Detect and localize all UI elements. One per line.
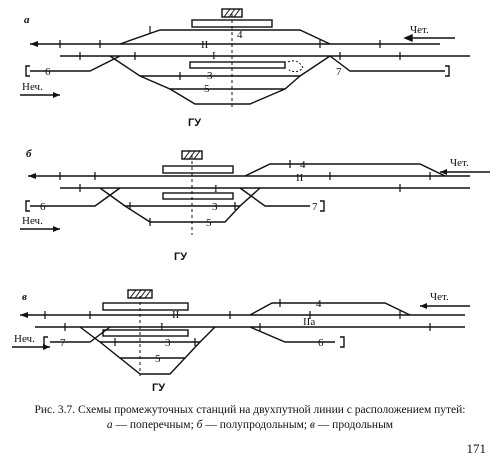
station-schemes-figure: а Чет. Неч.	[12, 8, 490, 394]
label-track-5: 5	[155, 353, 161, 365]
label-track-5: 5	[206, 217, 212, 229]
passenger-building	[181, 150, 203, 160]
label-track-3: 3	[207, 70, 213, 82]
label-track-4: 4	[316, 298, 322, 310]
figure-caption: Рис. 3.7. Схемы промежуточных станций на…	[0, 403, 500, 433]
track-4	[119, 29, 331, 45]
dead-end-right	[320, 200, 325, 212]
caption-text-a: — поперечным;	[112, 419, 197, 431]
label-track-7: 7	[336, 66, 342, 78]
diagram-c: в Чет. Неч. 4 II I IIa 3 5 6 7 ГУ	[12, 289, 470, 394]
platform-upper	[162, 165, 234, 174]
diagram-b-letter: б	[26, 148, 32, 160]
label-gu: ГУ	[152, 382, 165, 394]
diagram-a-letter: а	[24, 14, 30, 26]
track-7	[50, 326, 111, 343]
label-gu: ГУ	[188, 117, 201, 129]
caption-letter-c: в	[309, 419, 315, 431]
track-6	[30, 55, 121, 72]
caption-line-1: Рис. 3.7. Схемы промежуточных станций на…	[34, 404, 466, 416]
dead-end-right	[445, 65, 450, 77]
label-track-7: 7	[60, 337, 66, 349]
track-7	[329, 55, 445, 72]
label-track-4: 4	[300, 159, 306, 171]
direction-chet-arrow	[403, 33, 455, 43]
label-track-5: 5	[204, 83, 210, 95]
track-5	[139, 75, 301, 90]
direction-chet-label: Чет.	[430, 291, 449, 303]
label-track-6: 6	[45, 66, 51, 78]
track-4	[244, 163, 446, 177]
track-3	[99, 187, 261, 207]
dead-end-left	[25, 200, 30, 212]
track-5	[124, 205, 241, 223]
diagram-a: а Чет. Неч.	[20, 8, 470, 129]
label-track-I: I	[214, 183, 218, 195]
track-3	[79, 326, 216, 343]
platform-upper	[102, 302, 189, 311]
label-track-II: II	[201, 39, 209, 51]
direction-nechet-label: Неч.	[22, 81, 43, 93]
caption-text-b: — полупродольным;	[202, 419, 310, 431]
page-number: 171	[466, 441, 487, 456]
track-6	[30, 187, 121, 207]
label-track-6: 6	[40, 201, 46, 213]
label-track-7: 7	[312, 201, 318, 213]
platform-middle	[102, 329, 189, 337]
track-gu	[169, 88, 286, 105]
label-track-I: I	[160, 321, 164, 333]
label-track-I: I	[212, 50, 216, 62]
label-track-3: 3	[212, 201, 218, 213]
track-6	[249, 326, 335, 343]
dead-end-right	[340, 336, 345, 348]
label-track-6: 6	[318, 337, 324, 349]
platform-middle	[162, 192, 234, 200]
direction-nechet-label: Неч.	[22, 215, 43, 227]
direction-chet-label: Чет.	[410, 24, 429, 36]
track-7	[239, 187, 310, 207]
track-4	[249, 302, 411, 316]
caption-line-2: а — поперечным; б — полупродольным; в — …	[0, 418, 500, 433]
caption-letter-a: а	[106, 419, 113, 431]
diagram-b: б Чет. Неч. 4 II I 3 5 6 7 ГУ	[20, 148, 490, 263]
label-gu: ГУ	[174, 251, 187, 263]
label-track-4: 4	[237, 29, 243, 41]
platform-middle	[189, 61, 286, 69]
dead-end-left	[25, 65, 30, 77]
diagram-c-letter: в	[22, 291, 27, 303]
label-track-IIa: IIa	[303, 316, 315, 328]
caption-text-c: — продольным	[314, 419, 394, 431]
label-track-II: II	[172, 309, 180, 321]
track-5	[99, 341, 201, 359]
label-track-II: II	[296, 172, 304, 184]
direction-nechet-label: Неч.	[14, 333, 35, 345]
caption-letter-b: б	[196, 419, 203, 431]
track-gu	[119, 357, 186, 375]
track-3	[109, 55, 331, 77]
label-track-3: 3	[165, 337, 171, 349]
direction-chet-label: Чет.	[450, 157, 469, 169]
